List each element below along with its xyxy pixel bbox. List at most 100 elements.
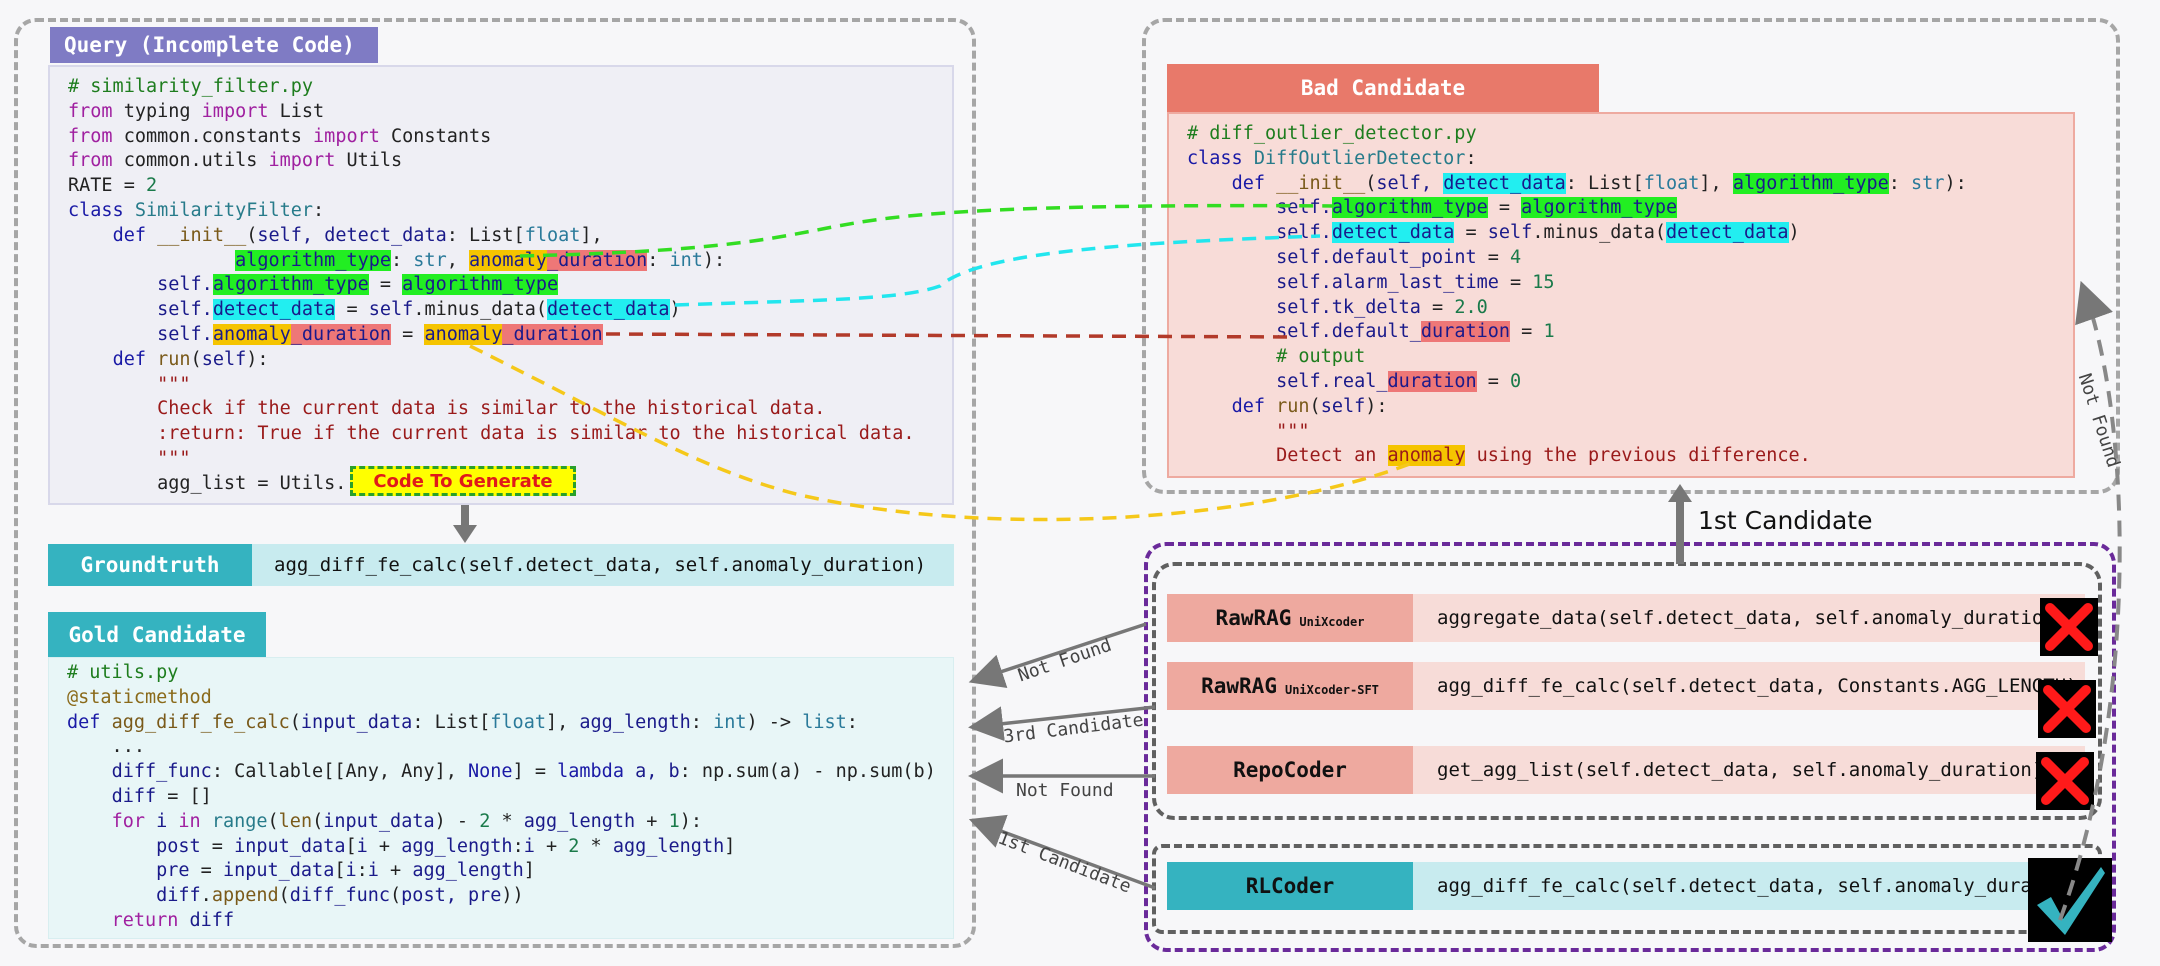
code-token: _duration bbox=[290, 323, 392, 345]
code-token: : Callable[[Any, Any], bbox=[211, 761, 468, 783]
code-token bbox=[68, 423, 157, 444]
code-token: ( bbox=[278, 885, 290, 907]
cross-icon bbox=[2040, 598, 2098, 656]
code-token: from bbox=[68, 100, 113, 122]
code-token: = bbox=[1487, 197, 1522, 219]
code-line: class DiffOutlierDetector: bbox=[1187, 147, 2073, 172]
code-token: algorithm_type bbox=[1732, 172, 1889, 194]
code-token: : bbox=[512, 835, 524, 857]
code-token: : bbox=[846, 711, 858, 733]
code-line: def run(self): bbox=[1187, 395, 2073, 420]
code-token: typing bbox=[112, 100, 202, 122]
code-token: algorithm_type bbox=[235, 249, 392, 271]
method-output-code: agg_diff_fe_calc(self.detect_data, Const… bbox=[1413, 662, 2085, 710]
code-token: int bbox=[669, 249, 703, 271]
code-token: : List[ bbox=[412, 711, 491, 733]
code-token: i bbox=[356, 835, 368, 857]
code-token: self.tk_delta bbox=[1276, 296, 1421, 318]
code-token: = bbox=[1510, 321, 1544, 343]
down-arrow-icon bbox=[453, 505, 477, 543]
code-token: self. bbox=[157, 274, 213, 296]
code-token: """ bbox=[157, 447, 191, 469]
code-token: ], bbox=[545, 711, 580, 733]
code-token: anomaly bbox=[1387, 445, 1466, 467]
code-token: .minus_data( bbox=[1532, 222, 1666, 244]
code-token: common.constants bbox=[112, 125, 314, 147]
code-token: . bbox=[200, 885, 212, 907]
bad-header: Bad Candidate bbox=[1167, 64, 1599, 112]
arrow-label-repocoder: Not Found bbox=[1016, 780, 1114, 801]
code-token: self bbox=[201, 348, 247, 370]
code-token: """ bbox=[157, 373, 191, 395]
code-token bbox=[68, 349, 113, 370]
code-line: Detect an anomaly using the previous dif… bbox=[1187, 444, 2073, 469]
code-token: = bbox=[189, 860, 223, 882]
code-to-generate-label: Code To Generate bbox=[373, 470, 553, 492]
code-token: duration bbox=[1387, 370, 1477, 392]
checkmark-icon bbox=[2028, 858, 2112, 942]
code-token bbox=[68, 324, 157, 345]
code-token: str bbox=[413, 249, 447, 271]
code-token: : List[ bbox=[446, 224, 525, 246]
code-token: ( bbox=[289, 711, 301, 733]
code-line: self.algorithm_type = algorithm_type bbox=[68, 273, 952, 298]
code-token bbox=[1187, 445, 1276, 466]
code-token: self. bbox=[1276, 222, 1332, 244]
code-token: : bbox=[690, 711, 714, 733]
method-output-text: agg_diff_fe_calc(self.detect_data, self.… bbox=[1437, 875, 2053, 897]
code-line: self.tk_delta = 2.0 bbox=[1187, 296, 2073, 321]
code-token bbox=[68, 250, 235, 271]
code-token: [ bbox=[334, 860, 346, 882]
arrow-label-rawrag-sft: 3rd Candidate bbox=[1002, 709, 1145, 748]
code-token: * bbox=[490, 810, 524, 832]
code-line: self.real_duration = 0 bbox=[1187, 370, 2073, 395]
code-line: self.detect_data = self.minus_data(detec… bbox=[68, 298, 952, 323]
code-token: input_data bbox=[323, 810, 435, 832]
code-token: for bbox=[111, 810, 145, 832]
code-token bbox=[1187, 346, 1276, 367]
code-token: :return: True if the current data is sim… bbox=[157, 423, 915, 445]
groundtruth-code-text: agg_diff_fe_calc(self.detect_data, self.… bbox=[274, 554, 927, 576]
code-token: __init__ bbox=[1276, 172, 1366, 194]
code-token: self. bbox=[157, 299, 213, 321]
code-token: , bbox=[446, 249, 469, 271]
code-token: _duration bbox=[546, 249, 648, 271]
code-token: int bbox=[713, 711, 747, 733]
code-token bbox=[201, 811, 212, 832]
code-token: def bbox=[67, 711, 112, 733]
code-line: :return: True if the current data is sim… bbox=[68, 422, 952, 447]
code-token: post bbox=[156, 835, 201, 857]
code-token bbox=[68, 448, 157, 469]
method-output-text: aggregate_data(self.detect_data, self.an… bbox=[1437, 607, 2067, 629]
code-token bbox=[67, 836, 156, 857]
code-line: @staticmethod bbox=[67, 686, 953, 711]
code-to-generate-placeholder[interactable]: Code To Generate bbox=[350, 466, 576, 496]
code-token: run bbox=[157, 348, 191, 370]
code-token: 0 bbox=[1510, 370, 1522, 392]
code-token: : bbox=[647, 249, 670, 271]
code-token: _duration bbox=[502, 323, 603, 345]
code-token: anomaly bbox=[212, 323, 291, 345]
code-token: 1 bbox=[668, 810, 680, 832]
code-token bbox=[68, 299, 157, 320]
code-token bbox=[1187, 222, 1276, 243]
code-token: : List[ bbox=[1565, 172, 1644, 194]
code-token bbox=[68, 225, 113, 246]
code-token: self.real_ bbox=[1276, 370, 1388, 392]
code-token: ( bbox=[390, 885, 402, 907]
code-token: + bbox=[378, 860, 413, 882]
code-token bbox=[1187, 321, 1276, 342]
first-candidate-label: 1st Candidate bbox=[1698, 506, 1873, 535]
code-token: i bbox=[144, 810, 179, 832]
code-token: algorithm_type bbox=[1331, 197, 1488, 219]
code-token: # similarity_filter.py bbox=[68, 76, 314, 97]
code-line: self.default_duration = 1 bbox=[1187, 320, 2073, 345]
code-token bbox=[68, 374, 157, 395]
code-token: import bbox=[201, 100, 269, 122]
code-token: float bbox=[1643, 172, 1700, 194]
code-token: return bbox=[111, 909, 179, 931]
code-token: import bbox=[313, 125, 380, 147]
code-token: ( bbox=[1365, 172, 1377, 194]
